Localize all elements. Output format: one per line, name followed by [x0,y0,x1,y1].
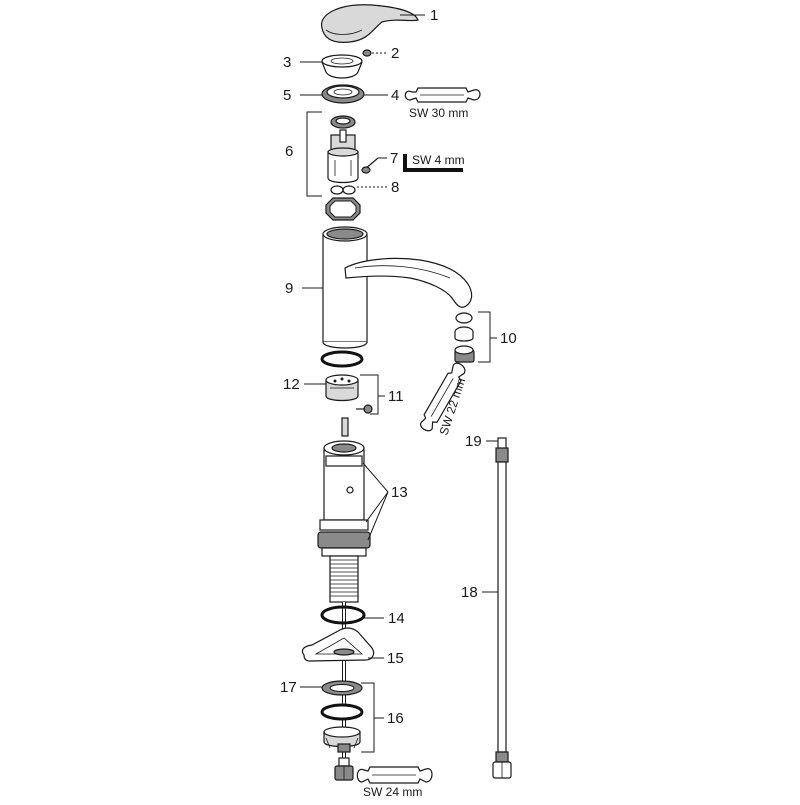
part-number-1: 1 [430,7,438,24]
bracket-11 [360,374,379,415]
part-faucet-body [322,226,473,349]
part-supply-connector [334,757,354,781]
part-handle-lever [321,4,419,43]
part-metal-washer [320,703,364,721]
part-number-16: 16 [387,710,404,727]
part-number-3: 3 [283,54,291,71]
leader-line-13b [365,491,389,523]
part-number-12: 12 [283,376,300,393]
part-number-10: 10 [500,330,517,347]
wrench-icon-sw30 [404,87,481,103]
part-number-13: 13 [391,484,408,501]
bracket-6 [306,111,322,197]
bracket-10 [478,311,491,363]
wrench-icon-sw22 [420,362,466,432]
part-fixing-screw [361,157,379,174]
part-number-8: 8 [391,179,399,196]
part-cap-ring [321,54,363,79]
part-number-18: 18 [461,584,478,601]
part-number-5: 5 [283,87,291,104]
part-number-4: 4 [391,87,399,104]
tool-label-sw4: SW 4 mm [412,153,465,167]
part-number-9: 9 [285,280,293,297]
part-lower-o-ring [320,605,366,625]
part-number-2: 2 [391,45,399,62]
tool-label-sw30: SW 30 mm [409,106,468,120]
part-stabilizing-plate [301,627,375,662]
part-aerator [454,312,475,363]
part-number-17: 17 [280,679,297,696]
wrench-icon-sw24 [356,766,433,784]
part-large-seal-ring [325,197,361,221]
part-mounting-shank [317,417,371,557]
hex-key-icon-sw4 [403,154,463,172]
leader-line-13a [362,462,389,493]
tool-label-sw24: SW 24 mm [363,785,422,799]
part-diverter-insert [325,374,359,402]
part-fixing-nut [323,726,361,753]
part-number-7: 7 [390,150,398,167]
part-cartridge-top-ring [330,115,356,129]
part-grub-screw [362,49,372,57]
part-number-15: 15 [387,650,404,667]
part-body-o-ring [320,350,364,368]
part-number-11: 11 [388,388,404,405]
part-flexible-hose [492,437,512,779]
part-small-o-rings [330,185,356,195]
part-cartridge [327,129,359,184]
leader-line-13c [367,491,389,541]
part-number-19: 19 [465,433,482,450]
part-clip [356,404,373,414]
part-threaded-rod [329,555,359,603]
part-number-14: 14 [388,610,405,627]
part-number-6: 6 [285,143,293,160]
bracket-16 [361,682,375,753]
part-locking-nut [321,84,365,104]
part-rubber-washer [321,680,363,696]
